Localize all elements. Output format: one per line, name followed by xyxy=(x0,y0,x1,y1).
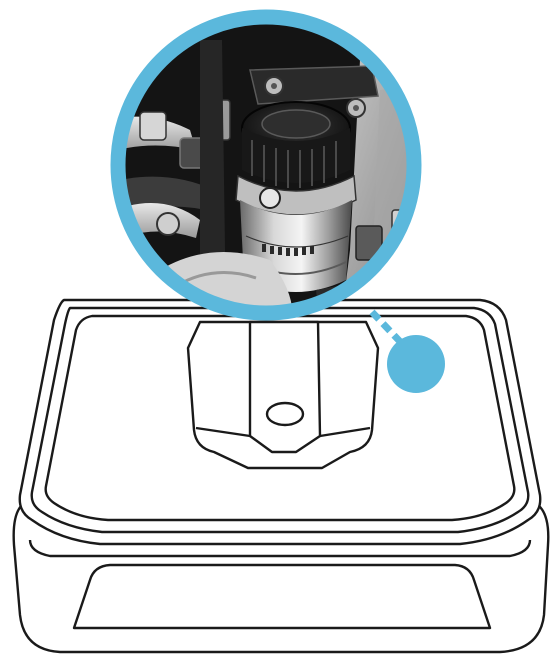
callout-dot xyxy=(387,335,445,393)
mount-bracket xyxy=(188,322,378,468)
bracket-front-face xyxy=(250,322,320,452)
magnifier-lens xyxy=(110,10,440,330)
bracket-bolt-hole xyxy=(267,403,303,425)
